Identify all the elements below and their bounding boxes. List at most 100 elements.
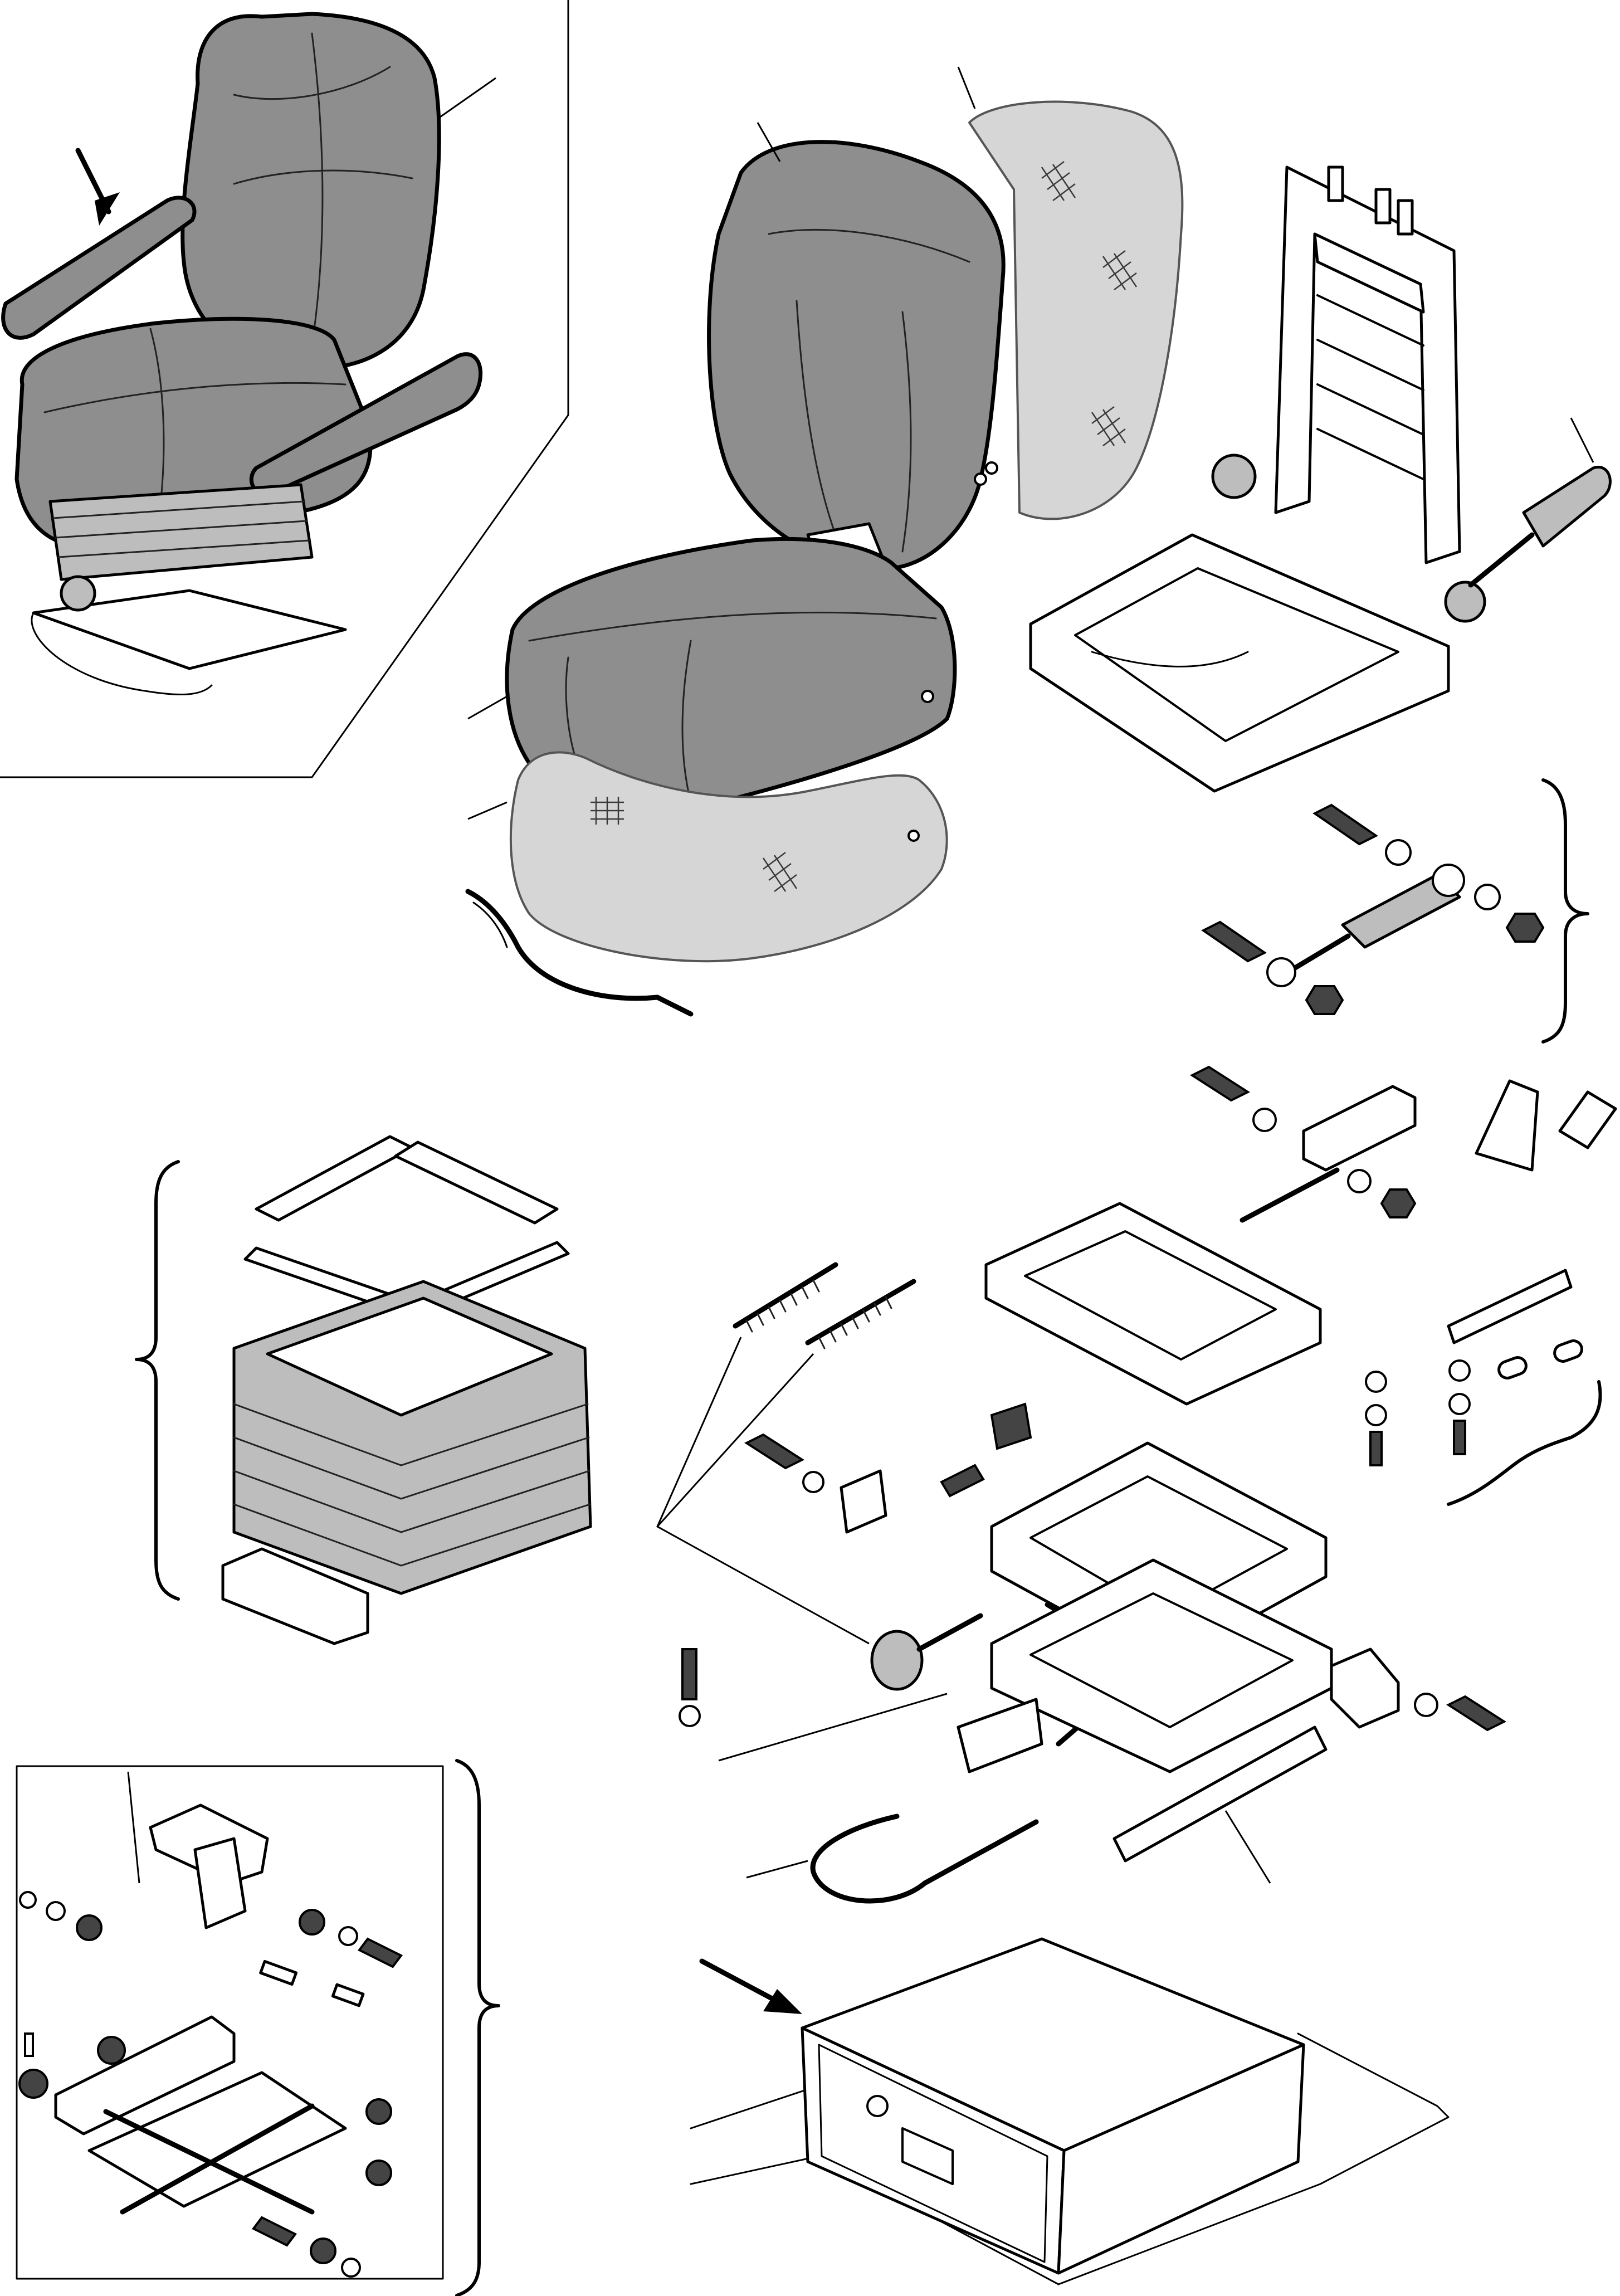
bellows-folds xyxy=(233,1403,591,1567)
assembled-base xyxy=(32,589,347,670)
assembled-knob xyxy=(60,575,96,612)
leader-line xyxy=(656,1353,814,1528)
backrest-screw-hole xyxy=(974,472,987,486)
spacer xyxy=(1448,1359,1471,1382)
leader-line xyxy=(1570,417,1594,463)
bracket-washer xyxy=(1252,1108,1277,1132)
damper-nut xyxy=(1505,913,1545,943)
bracket-washer xyxy=(1347,1169,1372,1193)
backrest-foam xyxy=(968,100,1184,520)
small-bracket xyxy=(840,1469,887,1534)
linkage-lower-frame xyxy=(87,2071,347,2208)
adjusting-knob xyxy=(870,1630,924,1691)
spring-coils xyxy=(818,1296,892,1349)
bent-rod-edge xyxy=(472,901,508,948)
seat-frame-strap xyxy=(1091,651,1249,667)
adjuster-lever-shaft xyxy=(1468,532,1535,588)
slide-rail-pin xyxy=(1553,1339,1583,1363)
bent-rod xyxy=(465,889,694,1017)
damper-bolt xyxy=(1312,803,1378,846)
spacer-bolt xyxy=(1369,1431,1383,1466)
arrow-head xyxy=(763,1989,802,2014)
assembled-bellows xyxy=(48,483,314,581)
bellows-group xyxy=(135,1135,592,1645)
linkage-frame xyxy=(54,2015,236,2136)
backrest-cushion xyxy=(707,140,1006,571)
backrest-seams xyxy=(233,32,413,347)
slide-rail-bracket xyxy=(1447,1269,1573,1344)
bushing xyxy=(310,2237,336,2264)
damper-bushing xyxy=(1266,957,1296,987)
brace-group-icon xyxy=(1447,1380,1602,1506)
arrow-head xyxy=(95,192,120,226)
backrest-cushion-seams xyxy=(768,228,970,553)
bushing xyxy=(299,1909,325,1936)
scissor-bottom-inner xyxy=(1029,1592,1294,1728)
handle-loop-part xyxy=(1558,1090,1617,1149)
spacer xyxy=(1365,1371,1387,1393)
clip-washer xyxy=(1414,1693,1438,1717)
spacer xyxy=(1365,1404,1387,1426)
damper-washer xyxy=(1385,839,1412,866)
bracket-bolt xyxy=(1189,1065,1251,1102)
leader-line xyxy=(127,1771,140,1884)
assembled-backrest xyxy=(180,12,441,371)
seat-screw-hole xyxy=(921,690,934,703)
backrest-foam-hatching xyxy=(1041,161,1138,446)
seat-foam-hatching xyxy=(591,797,798,892)
seat-box-lock xyxy=(866,2095,889,2117)
backrest-frame-rungs xyxy=(1316,294,1424,480)
backrest-frame-outer xyxy=(1274,165,1461,564)
damper-bolt xyxy=(1201,920,1267,963)
adjuster-lever-knob xyxy=(1522,465,1612,548)
clip-bracket xyxy=(1330,1647,1400,1729)
frame-pin xyxy=(1374,188,1392,225)
frame-pin xyxy=(1397,199,1414,236)
mounting-plate xyxy=(255,1135,414,1222)
bellows-bracket xyxy=(221,1547,369,1645)
slide-rail-group xyxy=(718,1079,1617,1904)
bolt xyxy=(940,1464,985,1498)
brace-group-icon xyxy=(455,1759,500,2296)
leader-line xyxy=(467,695,508,720)
slide-rail-pin xyxy=(1497,1356,1528,1379)
inset-frame xyxy=(16,1765,444,2280)
damper-rod xyxy=(1290,933,1351,972)
leader-line xyxy=(440,77,496,118)
spacer xyxy=(1448,1393,1471,1415)
brace-group-icon xyxy=(135,1160,180,1601)
linkage-detail-inset xyxy=(16,1759,500,2296)
seat-frame-inner xyxy=(1074,567,1399,742)
adjuster-bracket xyxy=(1302,1085,1417,1172)
damper-washer xyxy=(1474,884,1501,910)
seat-foam-hole xyxy=(907,830,920,842)
suspension-mechanism-group xyxy=(656,1065,1507,2014)
backrest-frame-group xyxy=(1029,165,1612,793)
bushing xyxy=(365,2098,392,2125)
seat-frame-base xyxy=(1029,533,1450,793)
frame-pin xyxy=(1327,165,1344,202)
pin xyxy=(259,1959,298,1986)
threaded-rod xyxy=(1240,1167,1340,1223)
spring-coils xyxy=(745,1279,820,1333)
washer xyxy=(46,1901,66,1921)
backrest-frame-crossbar xyxy=(1313,232,1425,314)
pin xyxy=(331,1983,365,2007)
leader-line xyxy=(467,801,508,820)
slide-handle xyxy=(810,1814,1039,1904)
handle-loop-part xyxy=(1475,1079,1539,1172)
backrest-and-cushion-group xyxy=(465,66,1184,1017)
roll-pin xyxy=(24,2032,34,2057)
assembled-seat-inset xyxy=(0,0,569,778)
damper-group xyxy=(1201,778,1589,1044)
seat-box-base xyxy=(690,1937,1450,2285)
linkage-arms xyxy=(103,2103,315,2215)
bolt xyxy=(744,1433,805,1470)
damper-eye xyxy=(1432,864,1465,897)
frame-pivot-right xyxy=(1444,581,1486,623)
washer xyxy=(338,1926,358,1946)
seat-box-panel xyxy=(818,2044,1048,2263)
spacer-bolt xyxy=(1453,1420,1466,1455)
inset-border-line xyxy=(0,0,569,778)
